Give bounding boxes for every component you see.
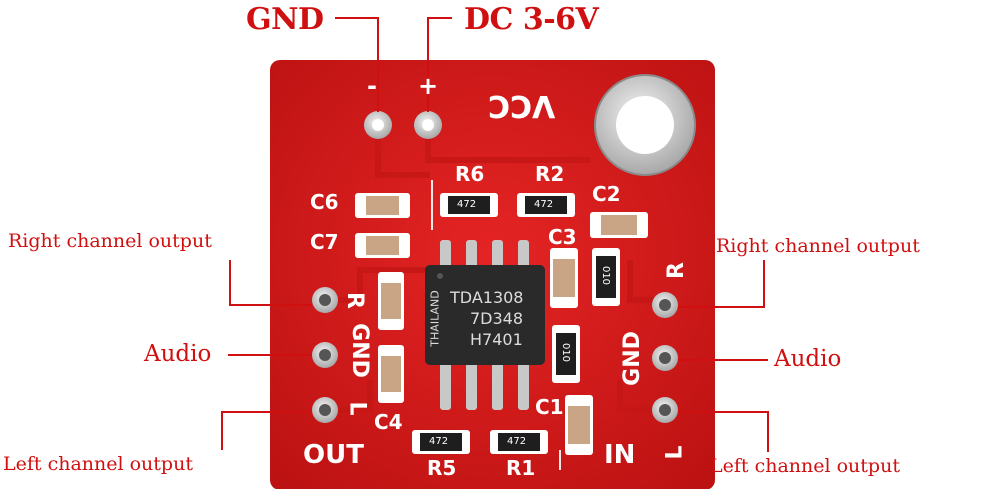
callout-right-output-right: Right channel output: [716, 235, 920, 257]
pin-label-plus: +: [418, 72, 439, 100]
chip-pin1-dot: [437, 273, 443, 279]
capacitor-c7: [355, 233, 410, 258]
r1-label: R1: [506, 456, 536, 480]
out-pins: [312, 287, 338, 423]
upper-vertical-code: 010: [600, 265, 612, 286]
callout-audio-left: Audio: [144, 341, 212, 367]
capacitor-c4: [378, 345, 404, 403]
callout-right-output-left: Right channel output: [8, 230, 212, 252]
pcb-traces: [325, 125, 665, 413]
capacitor-left-upper: [378, 272, 404, 330]
vcc-label: VCC: [488, 88, 556, 123]
resistor-r2: [517, 193, 575, 217]
lower-vertical-code: 010: [560, 342, 572, 363]
silkscreen-lines: [431, 180, 561, 470]
capacitor-c2: [590, 212, 648, 238]
r5-label: R5: [427, 456, 457, 480]
leader-left-out-left: [221, 411, 312, 450]
r2-code: 472: [534, 199, 554, 210]
out-label: OUT: [303, 440, 364, 470]
in-pins: [652, 292, 678, 423]
in-l-label: L: [662, 445, 688, 460]
c3-label: C3: [548, 225, 577, 249]
c2-label: C2: [592, 182, 621, 206]
out-gnd-label: GND: [346, 323, 372, 378]
leader-right-out-right: [678, 260, 765, 308]
pin-label-minus: -: [367, 72, 377, 100]
chip-marking-3: H7401: [470, 330, 523, 349]
mounting-hole: [594, 74, 696, 176]
callout-gnd: GND: [246, 2, 324, 37]
power-pin-vcc: [414, 111, 442, 139]
c4-label: C4: [374, 410, 403, 434]
r6-code: 472: [457, 199, 477, 210]
out-r-label: R: [341, 292, 367, 309]
leader-dc: [427, 17, 452, 112]
in-label: IN: [604, 440, 636, 470]
callout-dc-voltage: DC 3-6V: [464, 2, 599, 37]
resistor-vertical-upper: [592, 248, 620, 306]
callout-left-output-right: Left channel output: [710, 455, 900, 477]
c1-label: C1: [535, 395, 564, 419]
chip-legs: [440, 240, 529, 410]
power-pin-gnd: [364, 111, 392, 139]
r5-code: 472: [429, 436, 449, 447]
capacitor-c3: [550, 248, 578, 308]
callout-left-output-left: Left channel output: [3, 453, 193, 475]
resistor-r1: [490, 430, 548, 454]
leader-left-out-right: [678, 411, 769, 452]
chip-marking-2: 7D348: [470, 309, 524, 328]
r2-label: R2: [535, 162, 565, 186]
capacitor-right-lower: [565, 395, 593, 455]
leader-right-out-left: [229, 260, 312, 306]
c7-label: C7: [310, 230, 339, 254]
chip-origin: THAILAND: [428, 290, 442, 347]
chip-body: [425, 265, 545, 365]
in-r-label: R: [663, 262, 689, 279]
capacitor-c6: [355, 193, 410, 218]
callout-audio-right: Audio: [774, 346, 842, 372]
r6-label: R6: [455, 162, 485, 186]
resistor-r6: [440, 193, 498, 217]
resistor-vertical-lower: [552, 325, 580, 383]
r1-code: 472: [507, 436, 527, 447]
c6-label: C6: [310, 190, 339, 214]
in-gnd-label: GND: [619, 331, 645, 386]
leader-gnd: [335, 17, 379, 112]
chip-marking-1: TDA1308: [450, 288, 524, 307]
out-l-label: L: [344, 401, 370, 416]
resistor-r5: [412, 430, 470, 454]
